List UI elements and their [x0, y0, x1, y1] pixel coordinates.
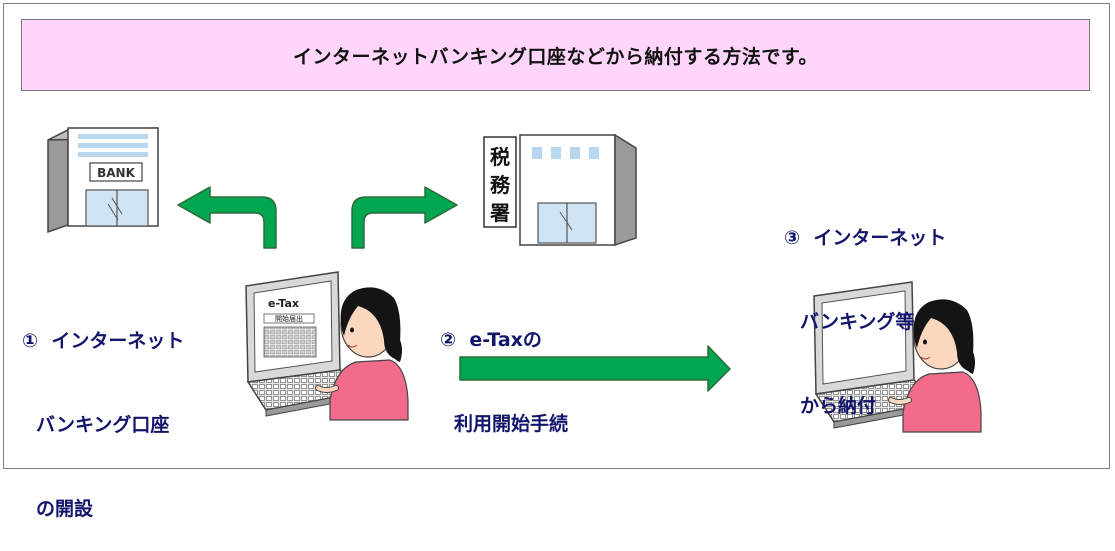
- tax-office-sign-char-1: 税: [490, 145, 510, 169]
- arrow-to-payment-icon: [459, 345, 731, 392]
- step-1-line-1: インターネット: [51, 330, 185, 352]
- laptop-screen-label: 開始届出: [275, 314, 303, 323]
- tax-office-building-icon: 税 務 署: [483, 133, 637, 247]
- step-3-number: ③: [784, 227, 801, 249]
- step-3-label: ③ インターネット バンキング等 から納付: [784, 168, 946, 448]
- title-banner: インターネットバンキング口座などから納付する方法です。: [21, 19, 1090, 91]
- step-1-line-2: バンキング口座: [36, 414, 170, 436]
- step-3-line-1: インターネット: [813, 227, 947, 249]
- step-2-line-2: 利用開始手続: [454, 413, 569, 435]
- arrow-to-bank-icon: [177, 186, 277, 249]
- tax-office-sign-char-2: 務: [490, 173, 511, 197]
- step-1-label: ① インターネット バンキング口座 の開設: [22, 271, 184, 551]
- step-1-number: ①: [22, 330, 39, 352]
- tax-office-sign-char-3: 署: [490, 201, 510, 225]
- laptop-screen-title: e-Tax: [268, 297, 299, 310]
- bank-building-icon: BANK: [47, 127, 159, 234]
- step-2-line-1: e-Taxの: [469, 329, 542, 351]
- person-with-laptop-payment-icon: [813, 281, 982, 433]
- arrow-to-tax-office-icon: [351, 186, 458, 249]
- step-3-line-3: から納付: [800, 395, 877, 417]
- step-2-label: ② e-Taxの 利用開始手続: [440, 270, 568, 466]
- step-3-line-2: バンキング等: [800, 311, 915, 333]
- person-with-etax-laptop-icon: e-Tax 開始届出: [245, 271, 409, 421]
- bank-sign: BANK: [97, 166, 135, 180]
- banner-title: インターネットバンキング口座などから納付する方法です。: [293, 45, 818, 68]
- step-1-line-3: の開設: [36, 498, 94, 520]
- diagram-illustrations: BANK 税 務 署 e-Tax 開始届出: [47, 127, 982, 433]
- step-2-number: ②: [440, 329, 457, 351]
